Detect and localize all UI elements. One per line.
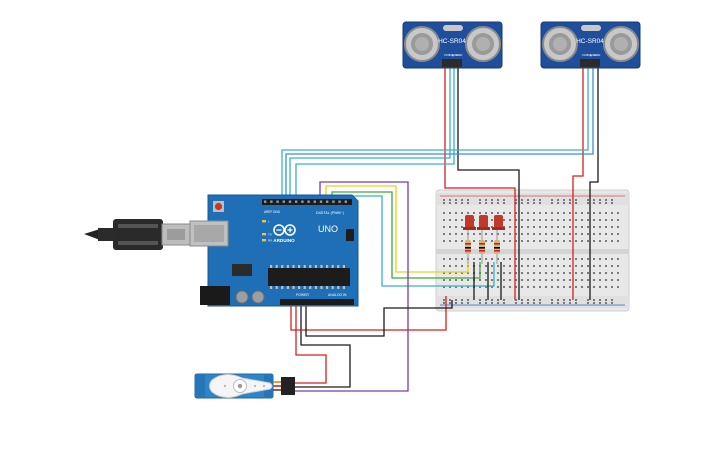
sensor-2-pin-trig: Trig (586, 53, 591, 57)
resistor-1[interactable] (465, 230, 471, 264)
wire-gnd-servo[interactable] (294, 304, 351, 388)
wire-5v-servo[interactable] (294, 304, 327, 384)
sensor-2-pin-vcc: VCC (582, 53, 589, 57)
wire-servo-signal[interactable] (290, 181, 409, 392)
servo-motor[interactable] (194, 373, 295, 399)
wire-sensor1-gnd[interactable] (457, 68, 520, 300)
arduino-logo (273, 224, 296, 236)
arduino-brand: ARDUINO (273, 238, 295, 243)
sensor-1-pin-echo: Echo (452, 53, 459, 57)
gnd-label: GND (273, 210, 281, 214)
sensor-1-pin-gnd: GND (456, 53, 464, 57)
ultrasonic-sensor-2[interactable]: HC-SR04 VCC Trig Echo GND (540, 21, 641, 69)
led-3[interactable] (492, 215, 505, 230)
sensor-2-label: HC-SR04 (576, 38, 604, 45)
wire-sensor2-gnd[interactable] (589, 68, 599, 300)
led-1[interactable] (463, 215, 476, 230)
reset-button[interactable] (214, 202, 223, 211)
ultrasonic-sensor-1[interactable]: HC-SR04 VCC Trig Echo GND (402, 21, 503, 69)
sensor-2-pin-gnd: GND (594, 53, 602, 57)
wire-gnd-breadboard[interactable] (305, 300, 453, 337)
wire-led2-signal[interactable] (331, 191, 481, 279)
aref-label: AREF (264, 210, 273, 214)
rx-label: RX (268, 239, 272, 243)
led-group (463, 215, 505, 264)
resistor-3[interactable] (494, 230, 500, 264)
usb-cable[interactable] (84, 219, 191, 250)
wire-sensor2-echo[interactable] (285, 68, 594, 200)
tx-label: TX (268, 233, 272, 237)
arduino-model: UNO (318, 224, 338, 234)
digital-header-label: DIGITAL (PWM~) (316, 211, 344, 215)
wire-sensor1-trig[interactable] (289, 68, 451, 200)
wire-sensor1-vcc[interactable] (444, 68, 516, 300)
sensor-1-pin-vcc: VCC (444, 53, 451, 57)
power-header-label: POWER (296, 293, 309, 297)
sensor-1-pin-trig: Trig (448, 53, 453, 57)
sensor-2-pin-echo: Echo (590, 53, 597, 57)
arduino-uno[interactable]: ARDUINO UNO DIGITAL (PWM~) POWER ANALOG … (189, 194, 359, 307)
resistor-2[interactable] (479, 230, 485, 264)
analog-header-label: ANALOG IN (328, 293, 347, 297)
wire-sensor2-vcc[interactable] (572, 68, 584, 300)
led-2[interactable] (477, 215, 490, 230)
wire-led1-signal[interactable] (325, 185, 469, 273)
wire-sensor1-echo[interactable] (295, 68, 455, 200)
wire-sensor2-trig[interactable] (281, 68, 589, 200)
breadboard (435, 189, 630, 312)
l-label: L (268, 220, 270, 224)
sensor-1-label: HC-SR04 (438, 38, 466, 45)
wire-5v-breadboard[interactable] (290, 296, 447, 331)
